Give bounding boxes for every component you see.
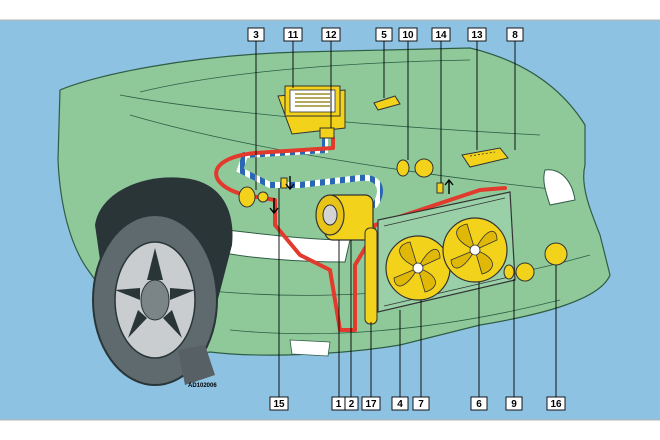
service-valve-14: [436, 182, 444, 194]
flow-arrow-up: [444, 178, 454, 194]
callout-1: 1: [336, 399, 342, 410]
fog-light: [289, 339, 331, 357]
callout-3-box: [247, 27, 265, 42]
compressor: [315, 194, 374, 241]
mud-flap: [178, 345, 215, 385]
pressure-gauge-10: [414, 158, 434, 178]
callout-6-box: [470, 396, 488, 411]
condenser-fins: [383, 197, 510, 307]
callout-13-box: [467, 27, 487, 42]
callout-16: 16: [550, 399, 562, 410]
sensor-5: [373, 95, 401, 111]
callout-10-box: [398, 27, 418, 42]
low-pressure-line: [236, 137, 383, 208]
dryer-switch: [257, 191, 269, 203]
flow-arrow-down-1: [269, 198, 279, 215]
leader-lines: [255, 41, 557, 397]
cooling-fan-right: [442, 217, 508, 283]
callout-2: 2: [349, 399, 355, 410]
callout-17: 17: [365, 399, 377, 410]
callout-8-box: [506, 27, 524, 42]
callout-2-box: [344, 396, 359, 411]
callout-15: 15: [273, 399, 285, 410]
callout-7-box: [412, 396, 430, 411]
callout-9: 9: [511, 399, 517, 410]
receiver-dryer: [238, 186, 256, 208]
callout-15-box: [269, 396, 289, 411]
callout-12-box: [321, 27, 341, 42]
service-valve-15: [280, 177, 288, 189]
high-pressure-line: [214, 136, 507, 332]
callout-13: 13: [471, 30, 483, 41]
callout-12: 12: [325, 30, 337, 41]
temp-gauge-9: [515, 262, 535, 282]
left-headlight: [206, 227, 351, 263]
callout-4: 4: [397, 399, 403, 410]
receiver-bottle: [364, 227, 378, 325]
callouts-bottom: 15 1 2 17 4 7 6 9 16: [269, 396, 566, 411]
callout-10: 10: [402, 30, 414, 41]
expansion-valve: [319, 127, 335, 139]
callout-8: 8: [512, 30, 518, 41]
callout-16-box: [546, 396, 566, 411]
callout-14-box: [431, 27, 451, 42]
callout-7: 7: [418, 399, 424, 410]
ambient-sensor-16: [544, 242, 568, 266]
callout-4-box: [391, 396, 409, 411]
front-tire: [92, 214, 218, 386]
flow-arrow-down-2: [285, 176, 295, 191]
control-module: [461, 147, 509, 168]
callout-11: 11: [288, 30, 299, 41]
figure-code: AD102006: [188, 383, 217, 389]
callout-6: 6: [476, 399, 482, 410]
callout-5-box: [375, 27, 393, 42]
callout-5: 5: [381, 30, 387, 41]
callout-3: 3: [253, 30, 259, 41]
pressure-switch: [396, 159, 410, 177]
temp-switch: [503, 264, 515, 280]
callout-14: 14: [435, 30, 447, 41]
callout-11-box: [283, 27, 303, 42]
callouts-top: 3 11 12 5 10 14 13 8: [247, 27, 524, 42]
cooling-fan-left: [385, 235, 451, 301]
callout-17-box: [361, 396, 381, 411]
right-headlight: [543, 169, 576, 206]
callout-9-box: [505, 396, 523, 411]
